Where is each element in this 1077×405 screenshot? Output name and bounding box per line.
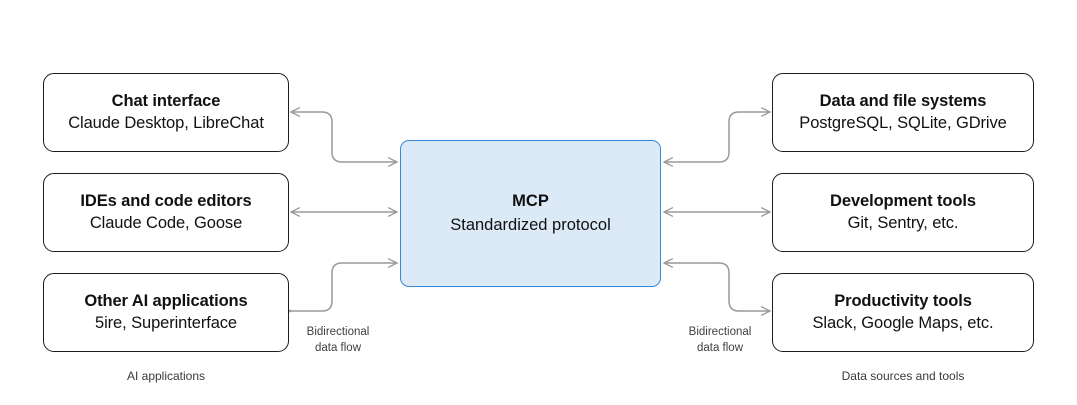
node-title: Development tools (830, 191, 976, 210)
node-subtitle: PostgreSQL, SQLite, GDrive (799, 113, 1007, 132)
connector-right-bottom (663, 258, 771, 316)
flow-label-left-line2: data flow (314, 341, 362, 354)
connector-left-top (290, 107, 398, 167)
node-title: Data and file systems (819, 91, 987, 110)
node-development-tools[interactable]: Development tools Git, Sentry, etc. (772, 173, 1034, 252)
node-subtitle: Claude Code, Goose (89, 213, 243, 232)
caption-ai-applications: AI applications (126, 369, 206, 383)
node-chat-interface[interactable]: Chat interface Claude Desktop, LibreChat (43, 73, 289, 152)
flow-label-right-line2: data flow (696, 341, 744, 354)
caption-data-sources-and-tools: Data sources and tools (841, 369, 965, 383)
flow-label-left: Bidirectional data flow (293, 325, 383, 356)
flow-label-right: Bidirectional data flow (675, 325, 765, 356)
node-title: Other AI applications (84, 291, 248, 310)
hub-title: MCP (512, 192, 549, 211)
node-ides-and-code-editors[interactable]: IDEs and code editors Claude Code, Goose (43, 173, 289, 252)
node-subtitle: Claude Desktop, LibreChat (68, 113, 264, 132)
flow-label-left-line1: Bidirectional (306, 326, 370, 338)
node-subtitle: Slack, Google Maps, etc. (812, 313, 994, 332)
node-subtitle: 5ire, Superinterface (95, 313, 237, 332)
flow-label-right-line1: Bidirectional (688, 326, 752, 338)
node-productivity-tools[interactable]: Productivity tools Slack, Google Maps, e… (772, 273, 1034, 352)
node-mcp-hub[interactable]: MCP Standardized protocol (400, 140, 661, 287)
connector-right-top (663, 107, 771, 167)
node-other-ai-applications[interactable]: Other AI applications 5ire, Superinterfa… (43, 273, 289, 352)
node-subtitle: Git, Sentry, etc. (847, 213, 959, 232)
node-title: Productivity tools (834, 291, 972, 310)
hub-subtitle: Standardized protocol (450, 215, 611, 234)
node-data-and-file-systems[interactable]: Data and file systems PostgreSQL, SQLite… (772, 73, 1034, 152)
node-title: Chat interface (111, 91, 221, 110)
node-title: IDEs and code editors (80, 191, 252, 210)
connector-left-bottom (281, 258, 398, 316)
